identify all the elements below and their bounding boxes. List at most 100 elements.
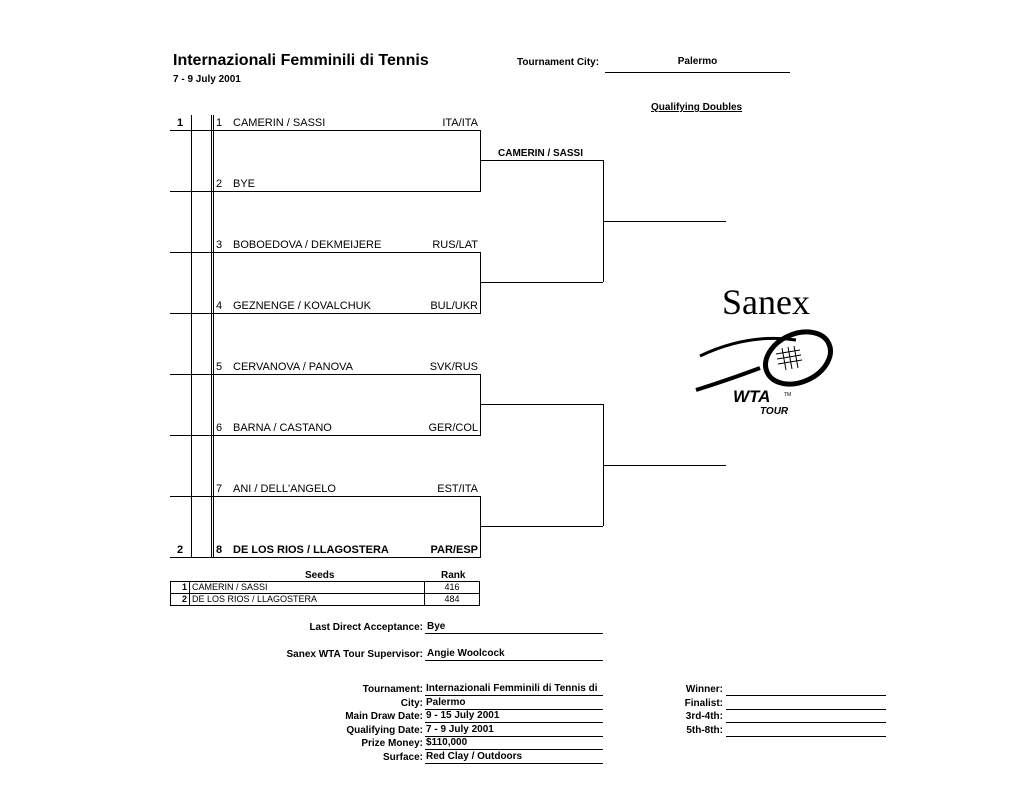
player-country: PAR/ESP (430, 544, 478, 556)
seeds-header: Seeds (305, 570, 335, 581)
player-names: BYE (233, 178, 256, 190)
table-row: 2 DE LOS RIOS / LLAGOSTERA 484 (170, 593, 480, 606)
logo-brand: Sanex (722, 282, 810, 322)
logo-wta: WTA (733, 387, 770, 406)
field-underline (726, 695, 886, 696)
round2-line (480, 160, 603, 161)
field-underline (425, 735, 603, 737)
player-names: BOBOEDOVA / DEKMEIJERE (233, 239, 382, 251)
header-dates: 7 - 9 July 2001 (173, 74, 241, 85)
qualifier-line (603, 465, 726, 466)
field-underline (726, 708, 886, 710)
info-value: $110,000 (426, 737, 468, 748)
round2-line (480, 526, 603, 527)
player-names: BARNA / CASTANO (233, 422, 332, 434)
seed-number: 2 (177, 544, 184, 556)
info-label: City: (400, 697, 423, 709)
supervisor-label: Sanex WTA Tour Supervisor: (286, 649, 424, 660)
rank-header: Rank (441, 570, 466, 581)
logo-graphic: Sanex WTA TM TOUR (695, 282, 833, 417)
player-country: ITA/ITA (442, 117, 478, 129)
field-underline (425, 708, 603, 710)
player-names: ANI / DELL'ANGELO (233, 483, 336, 495)
logo-tour: TOUR (760, 406, 789, 417)
draw-line (170, 313, 480, 314)
draw-line-number: 8 (216, 544, 223, 556)
field-underline (726, 735, 886, 737)
draw-line-number: 4 (216, 300, 223, 312)
player-country: SVK/RUS (429, 361, 478, 373)
info-value: Red Clay / Outdoors (426, 750, 523, 762)
supervisor-value: Angie Woolcock (427, 648, 505, 659)
player-names: CAMERIN / SASSI (233, 117, 326, 129)
seed-number: 1 (170, 581, 190, 594)
info-value: 9 - 15 July 2001 (426, 710, 500, 721)
field-underline (425, 722, 603, 723)
racket-head-icon (763, 329, 833, 387)
seed-number: 1 (177, 117, 184, 129)
info-label: Main Draw Date: (345, 711, 423, 722)
last-direct-label: Last Direct Acceptance: (309, 622, 423, 633)
draw-line-number: 3 (216, 239, 223, 251)
round2-line (480, 282, 603, 283)
info-label: Prize Money: (361, 738, 423, 749)
draw-line-number: 1 (216, 117, 223, 129)
field-underline (726, 722, 886, 723)
seed-rank: 416 (424, 581, 480, 594)
event-name: Qualifying Doubles (651, 102, 743, 113)
field-underline (425, 749, 603, 750)
info-label: Tournament: (362, 684, 423, 695)
table-row: 1 CAMERIN / SASSI 416 (170, 581, 480, 594)
info-label: Qualifying Date: (346, 724, 423, 736)
info-value: Internazionali Femminili di Tennis di (426, 683, 598, 694)
seed-number: 2 (170, 593, 190, 606)
player-country: RUS/LAT (432, 239, 478, 251)
bracket-connector (480, 496, 481, 558)
info-value: Palermo (426, 696, 466, 708)
result-label: 3rd-4th: (685, 711, 723, 722)
city-label: Tournament City: (517, 57, 600, 68)
draw-line (170, 496, 480, 497)
draw-line-number: 7 (216, 483, 223, 495)
qualifier-line (603, 221, 726, 222)
draw-line-number: 5 (216, 361, 223, 373)
round2-line (480, 404, 603, 405)
city-value: Palermo (677, 56, 718, 67)
bracket-connector (480, 374, 481, 436)
logo-tm: TM (784, 392, 791, 398)
info-label: Surface: (382, 751, 423, 763)
seeds-table: 1 CAMERIN / SASSI 416 2 DE LOS RIOS / LL… (170, 581, 480, 606)
draw-line (170, 252, 480, 253)
draw-column-rule (191, 115, 192, 558)
draw-line-number: 2 (216, 178, 223, 190)
bracket-connector (480, 130, 481, 192)
tournament-title: Internazionali Femminili di Tennis di (173, 52, 431, 69)
draw-line-number: 6 (216, 422, 223, 434)
draw-line (170, 435, 480, 436)
player-names: DE LOS RIOS / LLAGOSTERA (233, 544, 389, 556)
field-underline (425, 660, 603, 661)
city-underline (605, 72, 790, 73)
player-names: CERVANOVA / PANOVA (233, 361, 354, 373)
draw-column-rule (213, 115, 214, 558)
field-underline (425, 633, 603, 634)
draw-column-rule (211, 115, 212, 558)
draw-line (170, 130, 480, 131)
result-label: Finalist: (684, 697, 723, 709)
sanex-wta-logo: Sanex WTA TM TOUR (688, 278, 843, 418)
player-country: GER/COL (428, 422, 478, 434)
player-country: EST/ITA (437, 483, 478, 495)
seed-rank: 484 (424, 593, 480, 606)
seed-name: CAMERIN / SASSI (189, 581, 425, 594)
info-value: 7 - 9 July 2001 (426, 723, 494, 735)
round2-winner: CAMERIN / SASSI (498, 148, 584, 159)
draw-line (170, 191, 480, 192)
player-country: BUL/UKR (430, 300, 478, 312)
draw-line (170, 374, 480, 375)
seed-name: DE LOS RIOS / LLAGOSTERA (189, 593, 425, 606)
draw-line (170, 557, 480, 558)
racket-handle-icon (695, 366, 761, 392)
racket-strings-icon (775, 345, 803, 371)
field-underline (425, 762, 603, 764)
player-names: GEZNENGE / KOVALCHUK (233, 300, 371, 312)
